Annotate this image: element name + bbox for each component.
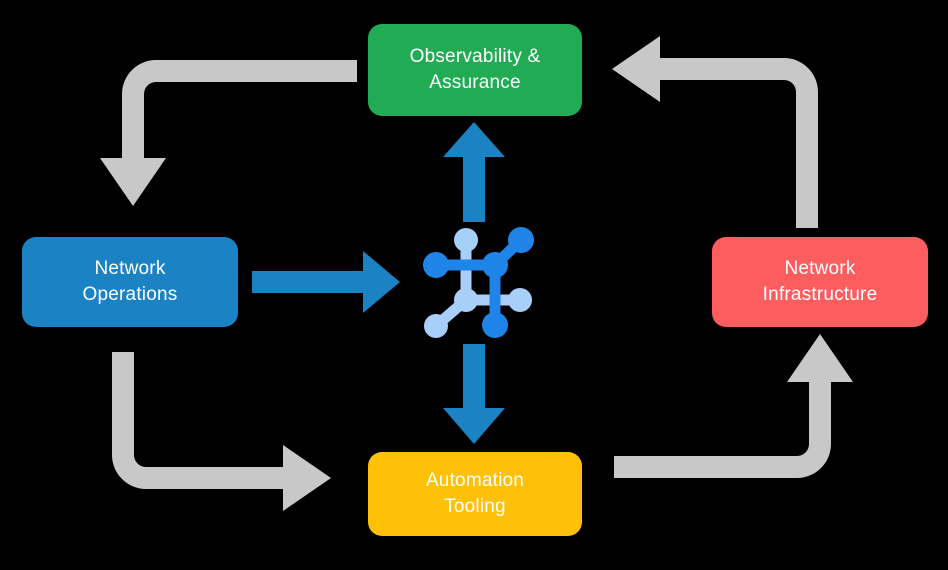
arrow-operations-to-center <box>252 251 400 313</box>
node-network-operations-label: Network Operations <box>82 258 178 305</box>
arrow-center-to-automation <box>443 344 505 444</box>
arrow-automation-to-infrastructure <box>614 334 853 478</box>
node-automation-tooling-label: Automation Tooling <box>425 470 525 517</box>
node-observability-label: Observability & Assurance <box>409 46 541 93</box>
arrow-operations-to-automation <box>112 352 331 511</box>
node-network-operations[interactable]: Network Operations <box>22 237 238 327</box>
node-automation-tooling[interactable]: Automation Tooling <box>368 452 582 536</box>
node-network-infrastructure[interactable]: Network Infrastructure <box>712 237 928 327</box>
arrow-infrastructure-to-observability <box>612 36 818 228</box>
node-observability-assurance[interactable]: Observability & Assurance <box>368 24 582 116</box>
arrow-observability-to-operations <box>100 60 357 206</box>
node-network-infrastructure-label: Network Infrastructure <box>762 258 878 305</box>
network-topology-icon <box>423 227 534 338</box>
arrow-center-to-observability <box>443 122 505 222</box>
